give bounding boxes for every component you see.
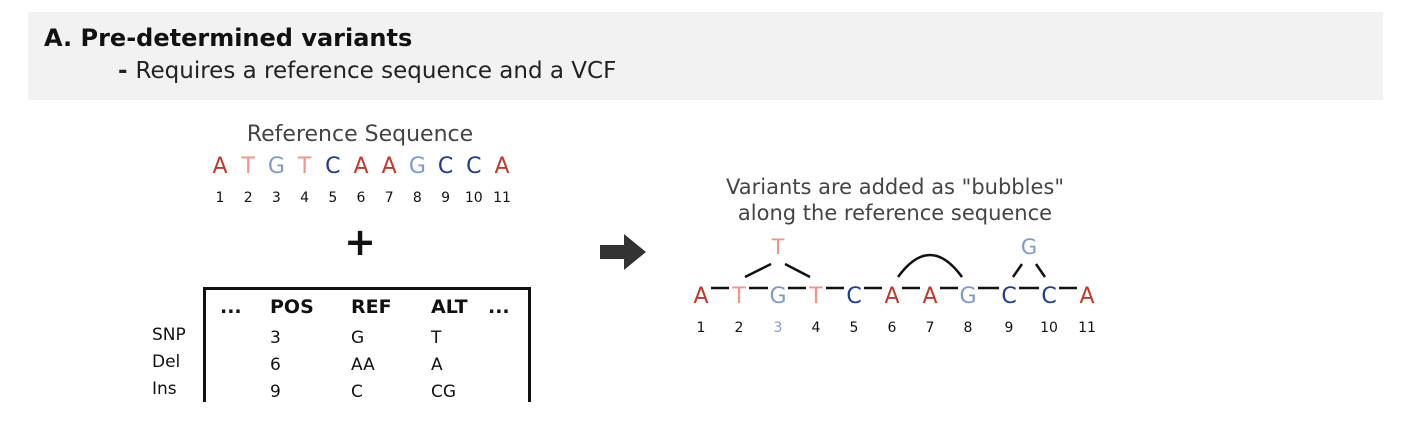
reference-base: G <box>408 154 426 179</box>
vcf-row-del-alt: A <box>431 355 443 375</box>
reference-position: 3 <box>271 190 281 206</box>
vcf-row-del-ref: AA <box>351 355 375 375</box>
vcf-header-alt: ALT <box>431 296 468 318</box>
vcf-row-snp-pos: 3 <box>270 328 281 348</box>
graph-node-base: A <box>884 284 899 309</box>
snp-bubble-edge <box>784 262 811 279</box>
graph-node-position: 1 <box>697 320 706 336</box>
plus-sign: + <box>344 220 376 264</box>
graph-node-position: 9 <box>1005 320 1014 336</box>
vcf-header-pos: POS <box>270 296 314 318</box>
reference-position: 10 <box>464 190 483 206</box>
reference-position: 1 <box>215 190 225 206</box>
reference-position: 9 <box>441 190 451 206</box>
reference-position: 2 <box>243 190 253 206</box>
graph-label-line2: along the reference sequence <box>737 201 1053 225</box>
vcf-row-label-ins: Ins <box>152 379 177 399</box>
reference-position: 4 <box>300 190 310 206</box>
graph-label: Variants are added as "bubbles" along th… <box>700 174 1090 226</box>
graph-node-position: 3 <box>774 320 783 336</box>
graph-node-base: A <box>693 284 708 309</box>
reference-base: C <box>325 154 341 179</box>
graph-node-base: C <box>846 284 861 309</box>
vcf-row-ins-alt: CG <box>431 382 457 402</box>
graph-node-position: 6 <box>888 320 897 336</box>
vcf-header-ref: REF <box>351 296 392 318</box>
vcf-row-snp-ref: G <box>351 328 365 348</box>
graph-node-base: C <box>1001 284 1016 309</box>
graph-node-base: A <box>1079 284 1094 309</box>
insertion-bubble-edge <box>1034 263 1047 278</box>
graph-node-base: T <box>731 284 746 309</box>
graph-node-position: 10 <box>1040 320 1058 336</box>
reference-base: G <box>267 154 285 179</box>
reference-base: A <box>381 154 397 179</box>
graph-label-line1: Variants are added as "bubbles" <box>726 175 1064 199</box>
vcf-row-snp-alt: T <box>431 328 442 348</box>
graph-node-position: 7 <box>926 320 935 336</box>
reference-base: T <box>241 154 255 179</box>
vcf-row-ins-pos: 9 <box>270 382 281 402</box>
reference-base: C <box>437 154 454 179</box>
section-title: A. Pre-determined variants <box>44 24 413 52</box>
vcf-header-right-ellipsis: ... <box>488 296 510 318</box>
vcf-header-left-ellipsis: ... <box>220 296 242 318</box>
right-arrow-icon <box>600 234 646 270</box>
insertion-bubble-edge <box>1011 263 1024 278</box>
graph-node-position: 4 <box>812 320 821 336</box>
reference-base: A <box>212 154 228 179</box>
reference-base: A <box>353 154 369 179</box>
snp-alt-base: T <box>771 235 785 259</box>
vcf-row-label-del: Del <box>152 352 181 372</box>
vcf-table: ... POS REF ALT ... 3 G T 6 AA A 9 C CG <box>203 287 531 402</box>
graph-node-position: 5 <box>850 320 859 336</box>
reference-base: C <box>466 154 482 179</box>
graph-node-position: 8 <box>964 320 973 336</box>
subtitle-text: Requires a reference sequence and a VCF <box>135 58 617 84</box>
vcf-row-del-pos: 6 <box>270 355 281 375</box>
graph-node-position: 11 <box>1078 320 1096 336</box>
vcf-row-label-snp: SNP <box>152 325 186 345</box>
reference-position: 5 <box>328 190 338 206</box>
deletion-bubble-arc <box>896 253 964 278</box>
reference-position: 11 <box>493 190 511 206</box>
header-panel: A. Pre-determined variants -Requires a r… <box>28 12 1383 100</box>
graph-node-base: G <box>769 284 786 309</box>
reference-base: A <box>494 154 510 179</box>
vcf-row-ins-ref: C <box>351 382 363 402</box>
graph-node-base: T <box>808 284 823 309</box>
graph-node-base: C <box>1041 284 1056 309</box>
graph-node-base: G <box>959 284 976 309</box>
reference-position: 8 <box>412 190 422 206</box>
section-subtitle: -Requires a reference sequence and a VCF <box>118 58 616 84</box>
snp-bubble-edge <box>744 262 772 279</box>
graph-node-base: A <box>922 284 937 309</box>
reference-position: 6 <box>356 190 366 206</box>
insertion-alt-base: G <box>1021 235 1037 259</box>
reference-base: T <box>297 154 312 179</box>
bullet-dash: - <box>118 58 128 84</box>
graph-node-position: 2 <box>735 320 744 336</box>
reference-position: 7 <box>384 190 394 206</box>
reference-sequence-label: Reference Sequence <box>246 122 474 147</box>
